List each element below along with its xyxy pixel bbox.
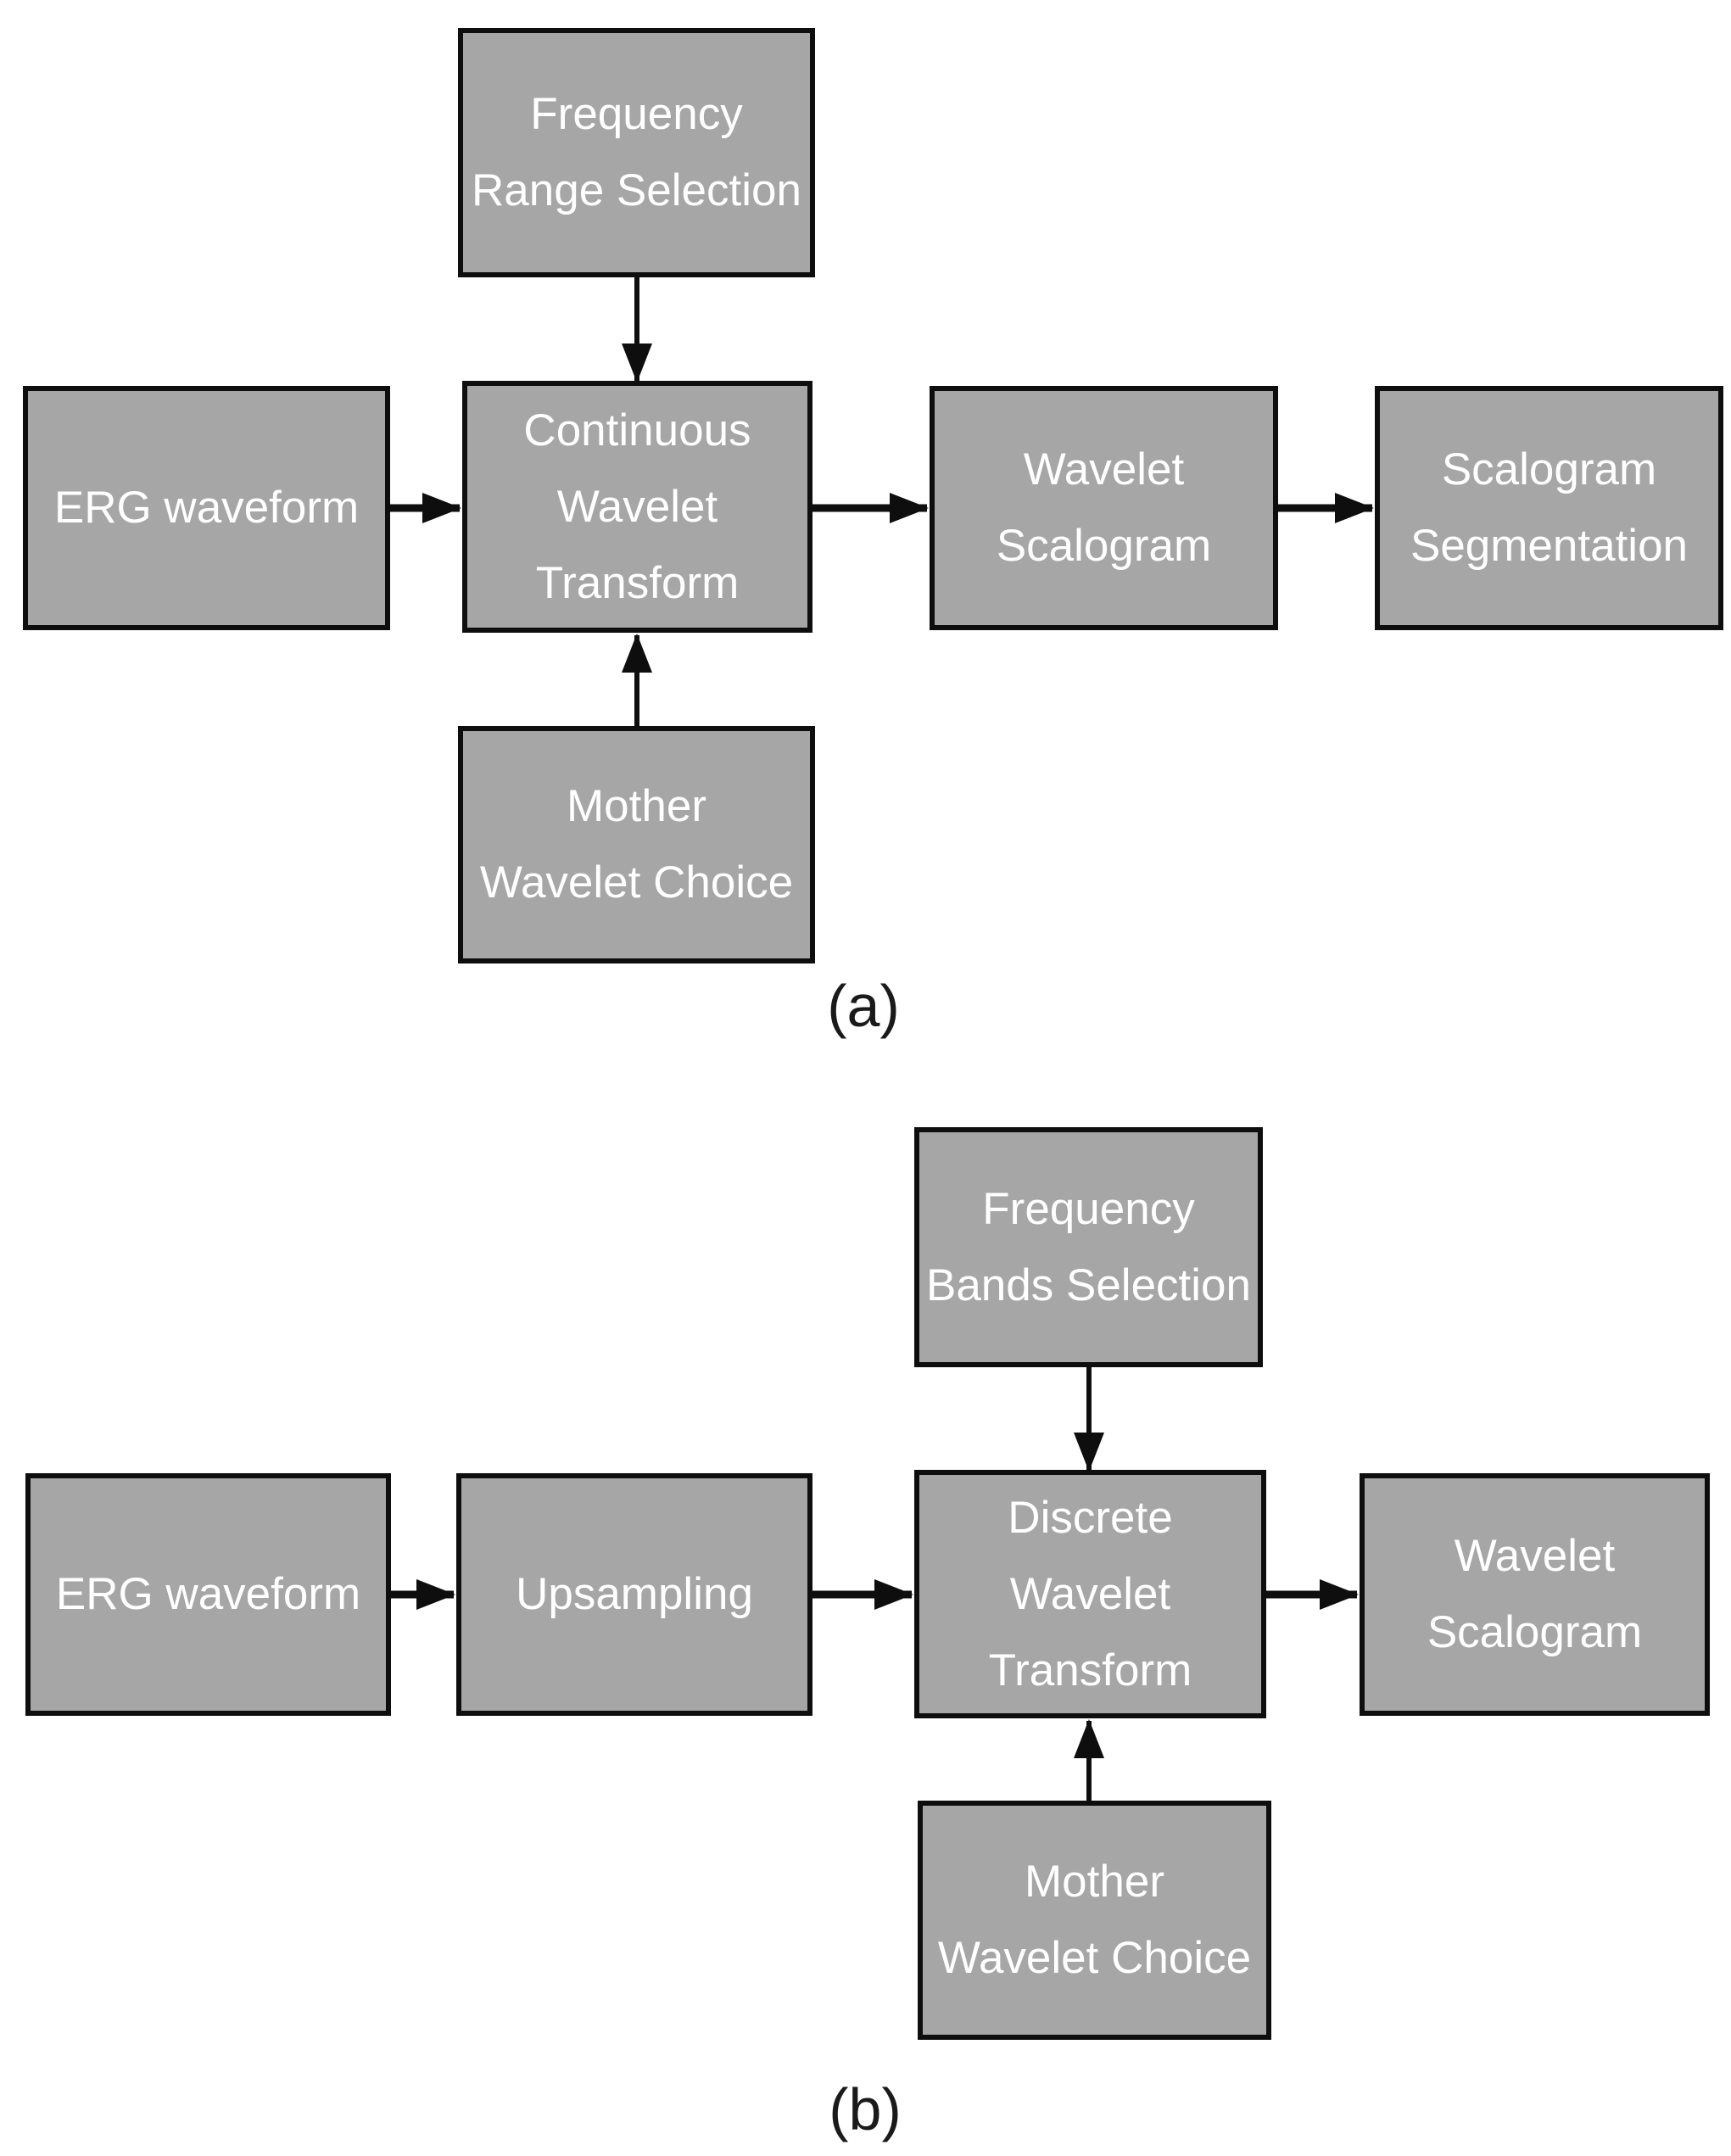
box-a-scalogram-segmentation: Scalogram Segmentation — [1375, 386, 1723, 630]
box-label: Upsampling — [516, 1569, 753, 1619]
box-label: Wavelet Scalogram — [996, 444, 1212, 571]
box-label: ERG waveform — [53, 483, 360, 533]
box-label: Frequency Range Selection — [472, 89, 801, 215]
box-b-mother-wavelet-choice: Mother Wavelet Choice — [918, 1801, 1271, 2040]
box-label: Mother Wavelet Choice — [479, 781, 794, 908]
panel-b-label: (b) — [829, 2076, 902, 2142]
box-a-continuous-wavelet-transform: Continuous Wavelet Transform — [462, 381, 812, 633]
panel-a-label: (a) — [827, 973, 900, 1039]
box-label: Discrete Wavelet Transform — [988, 1492, 1192, 1695]
box-a-frequency-range-selection: Frequency Range Selection — [458, 28, 815, 277]
box-a-wavelet-scalogram: Wavelet Scalogram — [930, 386, 1278, 630]
box-b-erg-waveform: ERG waveform — [25, 1473, 391, 1716]
box-a-erg-waveform: ERG waveform — [23, 386, 390, 630]
box-b-wavelet-scalogram: Wavelet Scalogram — [1360, 1473, 1710, 1716]
box-b-frequency-bands-selection: Frequency Bands Selection — [914, 1127, 1263, 1367]
box-label: Continuous Wavelet Transform — [523, 405, 751, 608]
box-b-upsampling: Upsampling — [456, 1473, 812, 1716]
box-label: Wavelet Scalogram — [1427, 1531, 1643, 1657]
box-label: Frequency Bands Selection — [925, 1183, 1252, 1310]
box-a-mother-wavelet-choice: Mother Wavelet Choice — [458, 726, 815, 963]
box-label: Mother Wavelet Choice — [937, 1857, 1252, 1983]
box-label: ERG waveform — [55, 1569, 361, 1619]
box-b-discrete-wavelet-transform: Discrete Wavelet Transform — [914, 1470, 1266, 1718]
box-label: Scalogram Segmentation — [1410, 444, 1689, 571]
